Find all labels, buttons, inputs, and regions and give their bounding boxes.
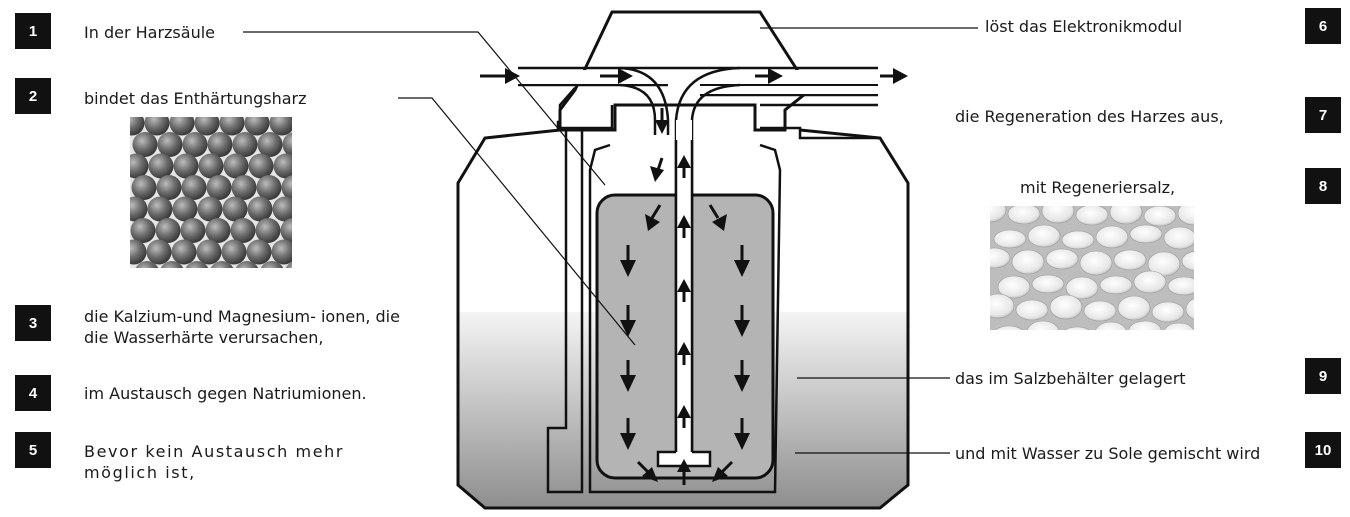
step-badge-3: 3 xyxy=(15,305,51,341)
salt-tablets-photo xyxy=(990,206,1194,330)
step-badge-4: 4 xyxy=(15,375,51,411)
flow-arrows xyxy=(480,68,908,485)
step-label-5: Bevor kein Austausch mehr möglich ist, xyxy=(84,442,345,482)
step-label-9: das im Salzbehälter gelagert xyxy=(955,369,1186,388)
step-label-8: mit Regeneriersalz, xyxy=(1020,178,1176,197)
step-badge-9: 9 xyxy=(1305,358,1341,394)
step-badge-2: 2 xyxy=(15,78,51,114)
step-label-6: löst das Elektronikmodul xyxy=(985,17,1183,36)
leader-lines xyxy=(243,27,978,454)
salt-tank-outline xyxy=(456,128,910,510)
step-badge-8: 8 xyxy=(1305,168,1341,204)
step-badge-6: 6 xyxy=(1305,8,1341,44)
step-badge-1: 1 xyxy=(15,13,51,49)
step-label-2: bindet das Enthärtungsharz xyxy=(84,89,307,108)
resin-beads-photo xyxy=(130,117,292,268)
step-label-10: und mit Wasser zu Sole gemischt wird xyxy=(955,444,1261,463)
step-label-4: im Austausch gegen Natriumionen. xyxy=(84,384,367,403)
inner-tank-wall xyxy=(588,143,782,494)
step-badge-10: 10 xyxy=(1305,432,1341,468)
step-badge-5: 5 xyxy=(15,432,51,468)
step-label-3: die Kalzium-und Magnesium- ionen, die di… xyxy=(84,307,400,347)
step-badge-7: 7 xyxy=(1305,97,1341,133)
step-label-7: die Regeneration des Harzes aus, xyxy=(955,107,1224,126)
step-label-1: In der Harzsäule xyxy=(84,23,215,42)
